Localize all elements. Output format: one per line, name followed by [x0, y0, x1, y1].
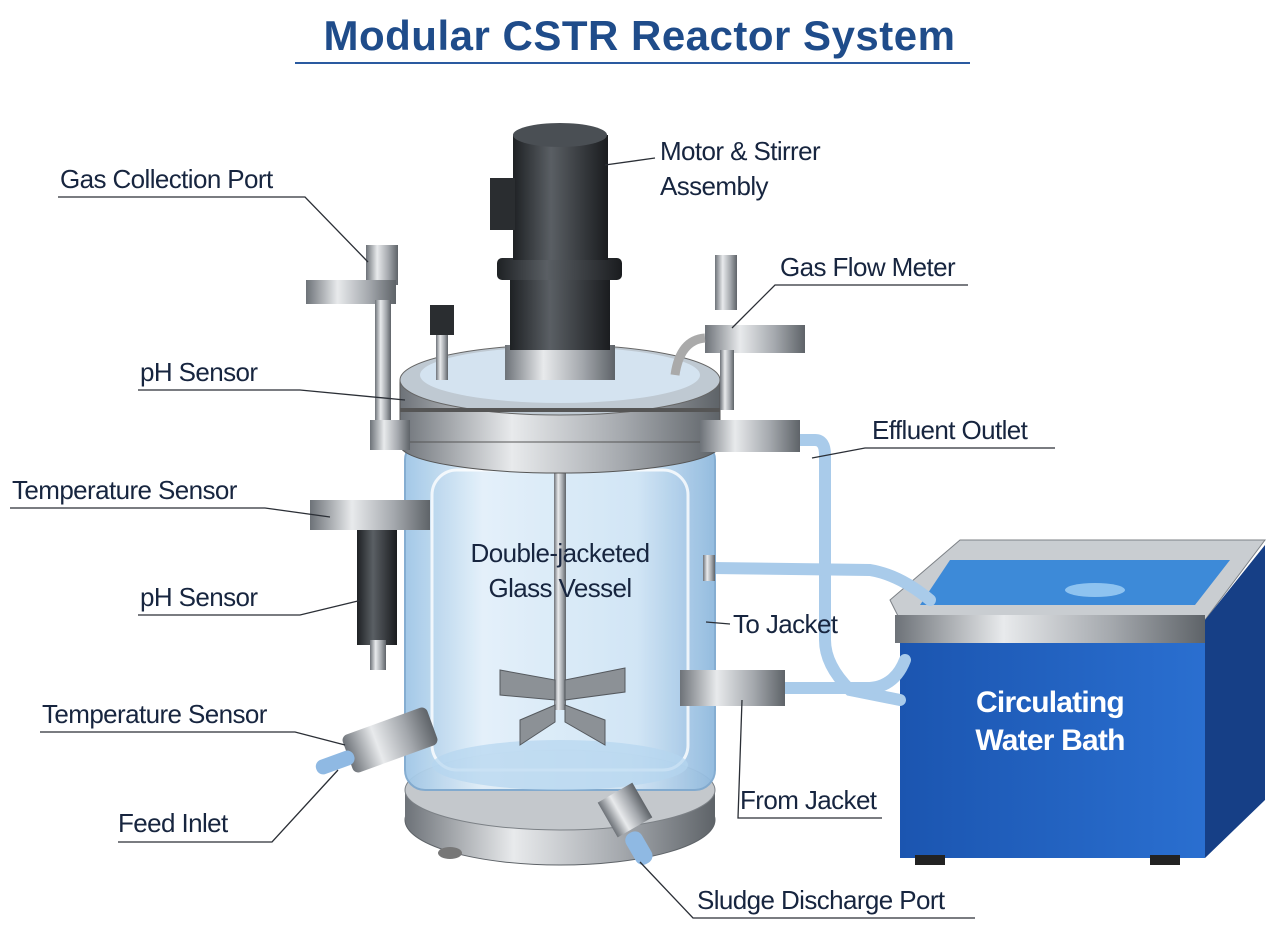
label-vessel-line2: Glass Vessel: [488, 573, 632, 603]
title-underline: [295, 62, 970, 64]
leader-lines: [10, 157, 1055, 919]
label-ph-sensor-top: pH Sensor: [140, 357, 258, 387]
jacket-tubes: [706, 434, 936, 706]
label-temperature-sensor-bottom: Temperature Sensor: [42, 699, 267, 729]
label-from-jacket: From Jacket: [740, 785, 877, 815]
label-bath-line2: Water Bath: [975, 724, 1125, 757]
diagram-title: Modular CSTR Reactor System: [323, 12, 956, 59]
label-motor-line2: Assembly: [660, 171, 769, 201]
label-sludge-discharge-port: Sludge Discharge Port: [697, 885, 945, 915]
label-temperature-sensor-top: Temperature Sensor: [12, 475, 237, 505]
label-effluent-outlet: Effluent Outlet: [872, 415, 1028, 445]
label-to-jacket: To Jacket: [733, 609, 838, 639]
label-feed-inlet: Feed Inlet: [118, 808, 228, 838]
impeller: [499, 667, 626, 746]
right-fittings: [597, 255, 805, 865]
label-gas-flow-meter: Gas Flow Meter: [780, 252, 956, 282]
label-gas-collection-port: Gas Collection Port: [60, 164, 273, 194]
circulating-water-bath: [889, 539, 1266, 865]
label-ph-sensor-bottom: pH Sensor: [140, 582, 258, 612]
motor-stirrer-assembly: [490, 123, 622, 380]
left-sensor-fittings: [306, 245, 454, 775]
label-bath-line1: Circulating: [976, 686, 1125, 719]
label-vessel-line1: Double-jacketed: [470, 538, 651, 568]
label-motor-line1: Motor & Stirrer: [660, 136, 821, 166]
